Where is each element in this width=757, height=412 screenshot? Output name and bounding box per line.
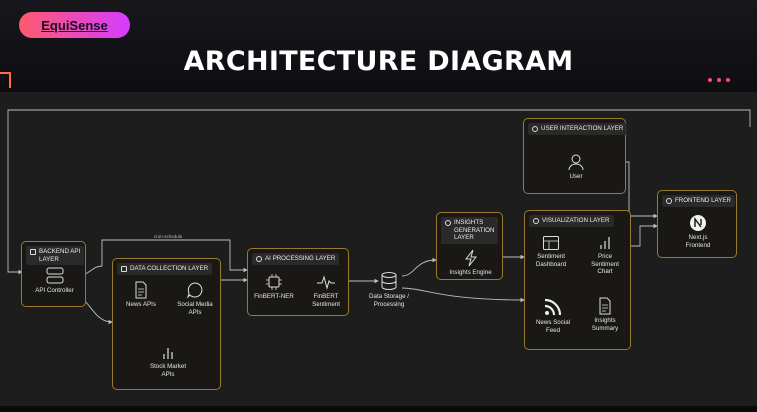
insights-summary-label-1: Insights — [594, 317, 616, 324]
api-controller-node[interactable]: API Controller — [22, 267, 87, 295]
news-social-feed-label-2: Feed — [545, 326, 561, 334]
user-interaction-title: USER INTERACTION LAYER — [541, 125, 624, 132]
news-apis-label: News APIs — [126, 301, 156, 308]
backend-title-line2: LAYER — [39, 255, 59, 263]
data-storage-label-1: Data Storage / — [369, 293, 409, 300]
price-sentiment-label-2: Sentiment — [591, 260, 619, 268]
brand-pill[interactable]: EquiSense — [19, 12, 130, 38]
stock-market-label-1: Stock Market — [149, 363, 187, 370]
finbert-ner-node[interactable]: FinBERT-NER — [252, 273, 296, 301]
nextjs-frontend-node[interactable]: Next.js Frontend — [668, 214, 728, 249]
visualization-title: VISUALIZATION LAYER — [542, 217, 610, 224]
price-sentiment-label-3: Chart — [597, 268, 613, 275]
data-storage-label-2: Processing — [373, 300, 405, 308]
api-controller-label: API Controller — [35, 287, 74, 294]
sentiment-dashboard-node[interactable]: Sentiment Dashboard — [529, 235, 573, 268]
insights-summary-label-2: Summary — [591, 324, 619, 332]
dashboard-icon — [543, 236, 559, 250]
chat-bubble-icon — [187, 282, 203, 299]
edge-visualization-to-frontend — [631, 223, 658, 247]
user-interaction-layer-header: USER INTERACTION LAYER — [528, 123, 628, 135]
frontend-title: FRONTEND LAYER — [675, 197, 731, 204]
lightning-icon — [464, 249, 477, 267]
news-apis-node[interactable]: News APIs — [119, 281, 163, 309]
chip-icon — [266, 274, 282, 290]
bar-chart-icon — [163, 348, 173, 359]
edge-storage-to-insights — [401, 257, 437, 277]
waveform-icon — [317, 275, 335, 290]
document-icon — [599, 297, 611, 315]
nextjs-icon — [690, 215, 706, 231]
stock-market-label-2: APIs — [161, 370, 175, 378]
user-node[interactable]: User — [554, 153, 598, 181]
edge-frontend-loop-to-backend — [7, 109, 751, 275]
bar-chart-icon — [600, 237, 610, 249]
social-media-label-1: Social Media — [177, 301, 213, 308]
cpu-small-icon — [256, 255, 262, 262]
social-media-label-2: APIs — [188, 308, 202, 316]
user-interaction-layer[interactable]: USER INTERACTION LAYER User — [523, 118, 628, 194]
nextjs-label-2: Frontend — [685, 241, 711, 249]
nextjs-label-1: Next.js — [688, 234, 708, 241]
footer-bar — [0, 406, 757, 412]
ai-processing-layer-header: AI PROCESSING LAYER — [252, 253, 340, 265]
insights-title-line3: LAYER — [454, 234, 474, 241]
data-storage-node[interactable]: Data Storage / Processing — [364, 271, 414, 308]
chart-small-icon — [533, 217, 539, 224]
rss-icon — [544, 298, 562, 316]
user-label: User — [569, 173, 583, 180]
edge-storage-to-visualization — [401, 287, 525, 303]
frontend-layer-header: FRONTEND LAYER — [662, 195, 735, 207]
edge-label-cron: cron-schedule — [154, 234, 183, 239]
finbert-ner-label: FinBERT-NER — [254, 293, 294, 300]
server-icon — [30, 248, 36, 255]
globe-small-icon — [666, 197, 672, 204]
ai-processing-layer[interactable]: AI PROCESSING LAYER FinBERT-NER FinBERT … — [247, 248, 349, 316]
stock-market-apis-node[interactable]: Stock Market APIs — [141, 345, 195, 378]
visualization-layer[interactable]: VISUALIZATION LAYER Sentiment Dashboard … — [524, 210, 631, 350]
insights-title-line1: INSIGHTS — [454, 219, 484, 226]
frontend-layer[interactable]: FRONTEND LAYER Next.js Frontend — [657, 190, 737, 258]
sentiment-dashboard-label-1: Sentiment — [537, 253, 565, 260]
page-title: ARCHITECTURE DIAGRAM — [183, 46, 574, 77]
backend-title-line1: BACKEND API — [39, 248, 81, 255]
news-social-feed-node[interactable]: News Social Feed — [529, 297, 577, 334]
visualization-layer-header: VISUALIZATION LAYER — [529, 215, 614, 227]
document-icon — [135, 281, 147, 299]
corner-bracket-icon — [0, 72, 11, 88]
price-sentiment-chart-node[interactable]: Price Sentiment Chart — [583, 235, 627, 276]
data-collection-layer[interactable]: DATA COLLECTION LAYER News APIs Social M… — [112, 258, 221, 390]
dots-icon — [708, 78, 730, 82]
social-media-apis-node[interactable]: Social Media APIs — [171, 281, 219, 316]
database-icon — [381, 272, 397, 290]
user-small-icon — [532, 125, 538, 132]
finbert-sentiment-label-1: FinBERT — [313, 293, 339, 300]
news-social-feed-label-1: News Social — [535, 319, 571, 326]
insights-title-line2: GENERATION — [454, 226, 495, 234]
finbert-sentiment-node[interactable]: FinBERT Sentiment — [304, 273, 348, 308]
price-sentiment-label-1: Price — [597, 253, 613, 260]
data-collection-title: DATA COLLECTION LAYER — [130, 265, 209, 272]
user-icon — [568, 154, 584, 171]
bulb-small-icon — [445, 219, 451, 226]
sentiment-dashboard-label-2: Dashboard — [535, 260, 567, 268]
insights-summary-node[interactable]: Insights Summary — [583, 297, 627, 332]
insights-engine-node[interactable]: Insights Engine — [437, 249, 504, 277]
insights-engine-label: Insights Engine — [449, 269, 492, 276]
finbert-sentiment-label-2: Sentiment — [312, 300, 340, 308]
data-collection-layer-header: DATA COLLECTION LAYER — [117, 263, 213, 275]
ai-processing-title: AI PROCESSING LAYER — [265, 255, 336, 262]
api-icon — [46, 267, 63, 284]
database-small-icon — [121, 265, 127, 272]
